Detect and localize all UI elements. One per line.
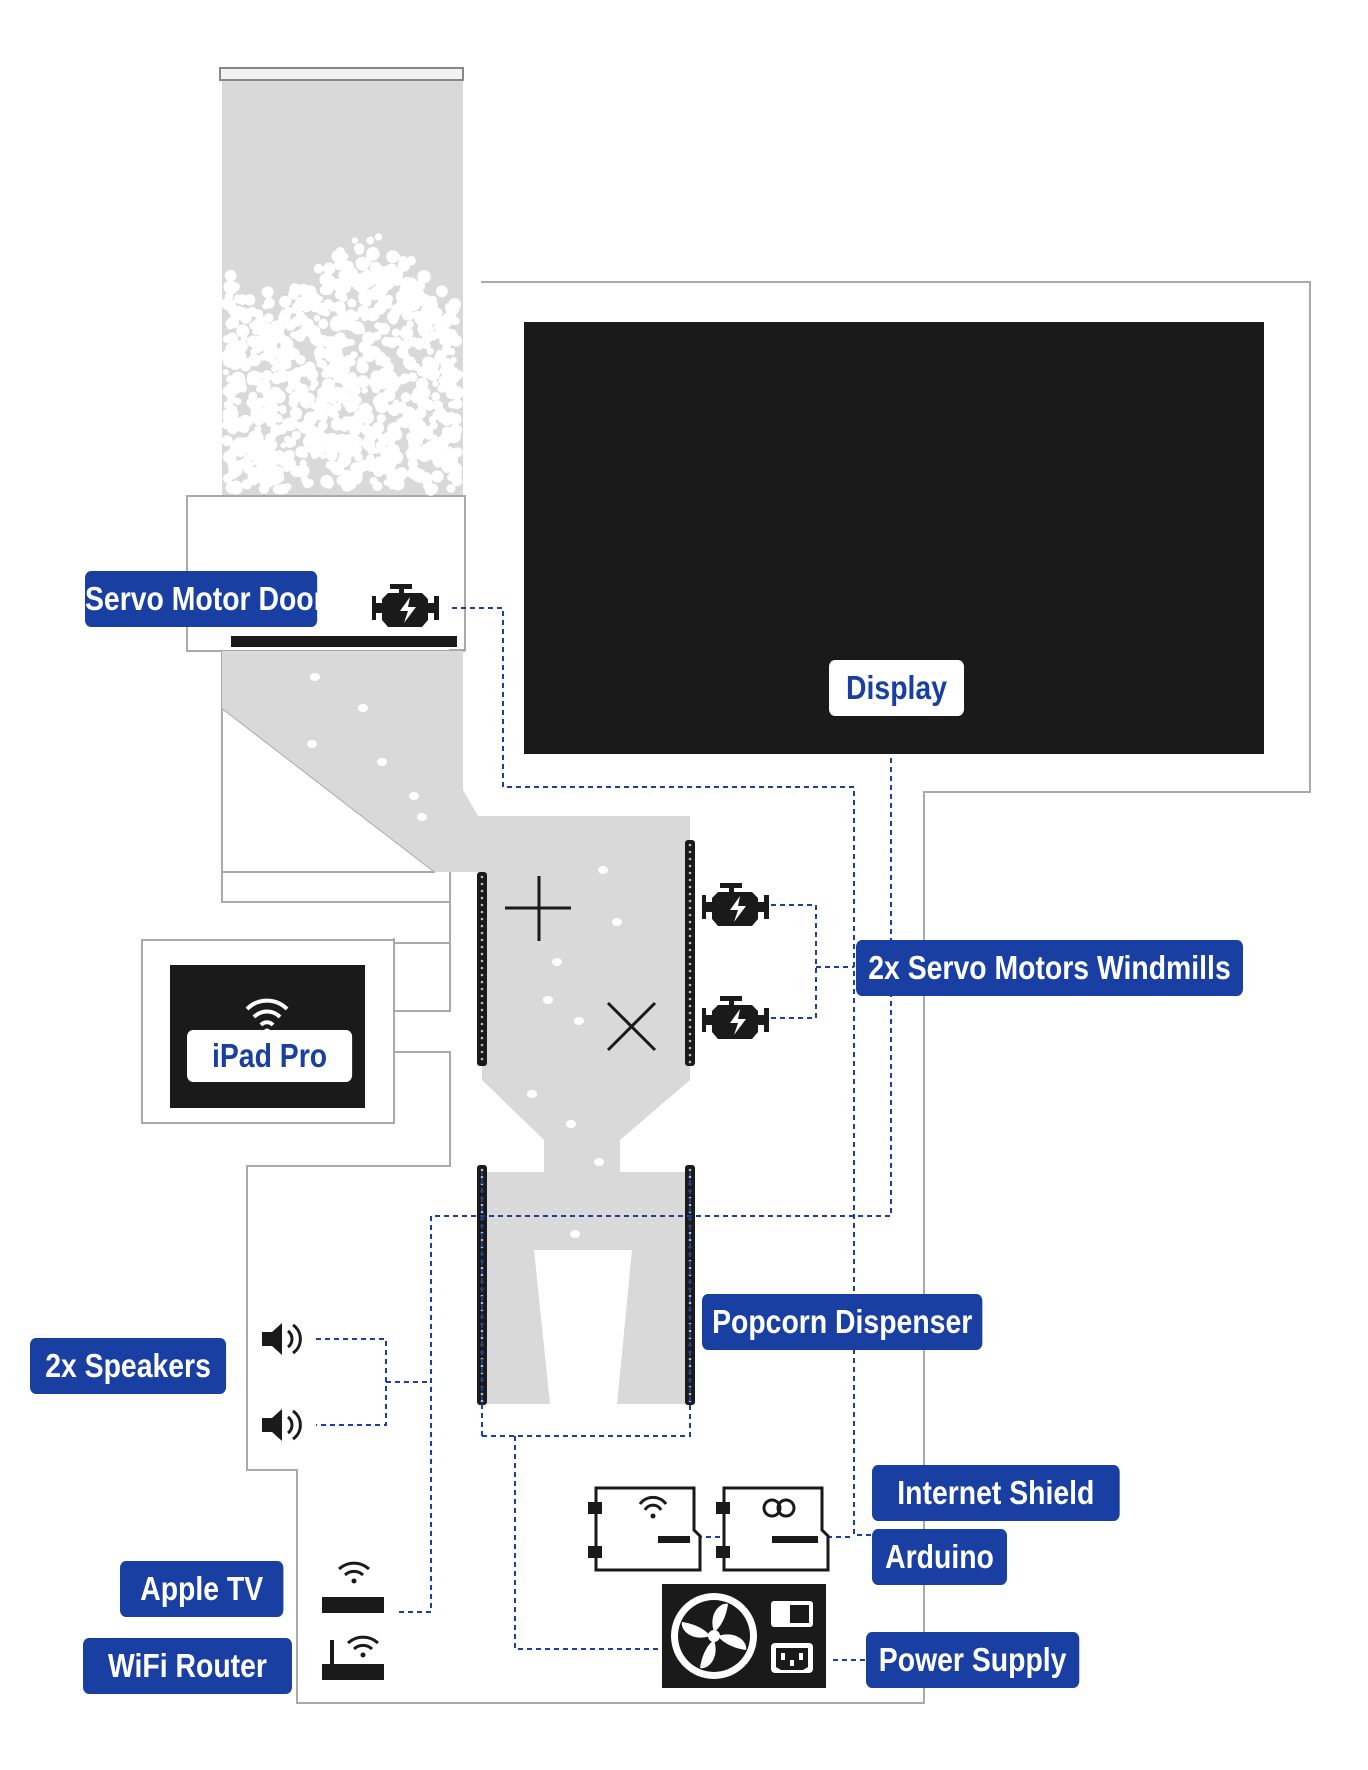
internet-shield-board [588,1486,702,1572]
label-popcorn-dispenser: Popcorn Dispenser [702,1294,983,1350]
label-display: Display [829,660,965,716]
engine-icon-windmill-2 [702,996,769,1039]
popcorn-pile [221,233,464,496]
power-socket-pin-ground [790,1660,794,1666]
windmill-cross [606,1001,657,1052]
speaker-icon-2 [262,1409,302,1441]
power-socket-face [776,1648,808,1670]
speaker-icon-1 [262,1323,302,1355]
hopper-lid [219,67,464,81]
label-servo-motors-windmills: 2x Servo Motors Windmills [856,940,1243,996]
arduino-board [716,1486,830,1572]
windmill-plus [505,876,571,941]
label-apple-tv: Apple TV [120,1561,284,1617]
router-wifi-icon [346,1635,380,1658]
power-socket-pin-left [781,1653,785,1660]
label-ipad-pro: iPad Pro [187,1030,353,1082]
label-speakers: 2x Speakers [30,1338,227,1394]
router-antenna [330,1640,334,1664]
label-wifi-router: WiFi Router [83,1638,292,1694]
label-arduino: Arduino [872,1529,1008,1585]
wiring [316,607,892,1661]
popcorn-cup [534,1250,632,1404]
fan-icon [671,1593,757,1679]
power-socket-pin-right [799,1653,803,1660]
led-strips [477,840,695,1405]
apple-tv-box [322,1597,384,1613]
power-switch-toggle [790,1605,809,1623]
engine-icon-windmill-1 [702,883,769,926]
engine-icon-door [372,584,439,627]
router-box [322,1664,384,1680]
label-internet-shield: Internet Shield [872,1465,1120,1521]
falling-popcorn [307,673,622,1238]
servo-door-plate [231,636,457,647]
label-servo-motor-door: Servo Motor Door [85,571,325,627]
apple-tv-wifi-icon [337,1561,371,1584]
label-power-supply: Power Supply [866,1632,1080,1688]
